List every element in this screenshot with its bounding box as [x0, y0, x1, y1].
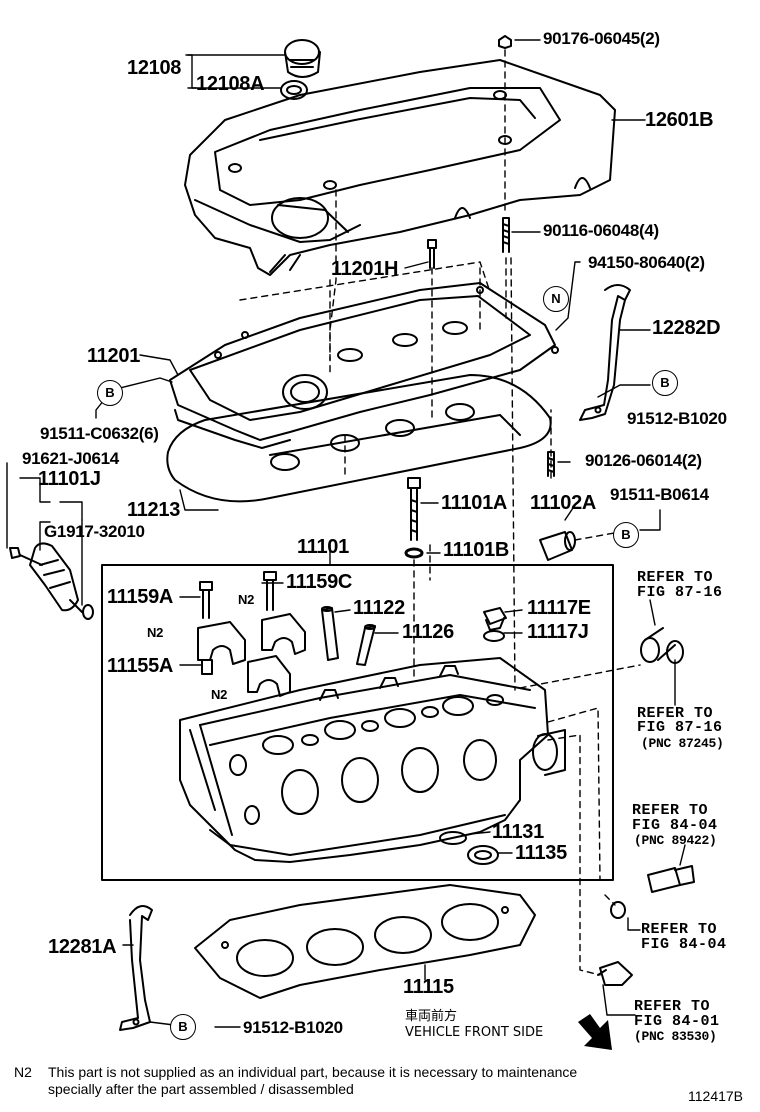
label-11101a: 11101A	[441, 492, 508, 514]
label-11201: 11201	[87, 345, 141, 367]
ref-2-pnc: (PNC 87245)	[641, 736, 724, 751]
footer-prefix: N2	[14, 1064, 32, 1080]
label-11115: 11115	[403, 976, 454, 998]
footer-note-line2: specially after the part assembled / dis…	[48, 1081, 354, 1097]
label-91621: 91621-J0614	[22, 449, 119, 468]
cover-bolt	[427, 239, 437, 269]
ref-2-text: REFER TO	[637, 705, 714, 722]
label-11101b: 11101B	[443, 539, 510, 561]
callout-b-left: B	[97, 380, 123, 406]
label-91511-c: 91511-C0632(6)	[40, 424, 159, 443]
head-bolt-washer	[404, 547, 424, 559]
seal-ring	[467, 845, 499, 865]
footer-note-line1: This part is not supplied as an individu…	[48, 1064, 578, 1080]
ref-1-text: REFER TO	[637, 569, 714, 586]
cap-bolts	[199, 571, 277, 619]
label-12601b: 12601B	[645, 109, 714, 131]
label-11213: 11213	[127, 499, 181, 521]
label-90126: 90126-06014(2)	[585, 451, 702, 470]
label-11159c: 11159C	[286, 571, 353, 593]
label-91511-b: 91511-B0614	[610, 485, 709, 504]
label-11117j: 11117J	[527, 621, 589, 643]
guide-lines	[239, 49, 641, 976]
oil-control-valve	[9, 542, 94, 620]
label-n2-a: N2	[238, 592, 255, 607]
label-12281a: 12281A	[48, 936, 117, 958]
ref-3-text: REFER TO	[632, 802, 709, 819]
wire-bracket-lower	[119, 905, 153, 1031]
label-11201h: 11201H	[331, 258, 399, 280]
cover-nut	[498, 35, 512, 49]
label-11155a: 11155A	[107, 655, 174, 677]
oil-filler-cap	[280, 39, 321, 100]
camshaft-bearing-caps	[197, 613, 306, 697]
label-11102a: 11102A	[530, 492, 597, 514]
vehicle-front-en: VEHICLE FRONT SIDE	[405, 1025, 544, 1040]
label-11101j: 11101J	[38, 468, 101, 490]
callout-n: N	[543, 286, 569, 312]
cylinder-head	[179, 657, 566, 863]
front-direction-arrow-icon	[578, 1014, 612, 1050]
engine-cover	[184, 59, 616, 276]
label-n2-b: N2	[147, 625, 164, 640]
vehicle-front-jp: 車両前方	[405, 1009, 458, 1024]
label-91512-lower: 91512-B1020	[243, 1018, 343, 1037]
ref-3-pnc: (PNC 89422)	[634, 833, 717, 848]
wire-bracket-upper	[579, 284, 631, 421]
ref-4-text: REFER TO	[641, 921, 718, 938]
label-12282d: 12282D	[652, 317, 721, 339]
temp-sensor	[610, 865, 695, 919]
ref-4-fig: FIG 84-04	[641, 936, 727, 953]
pressure-switch	[597, 961, 633, 986]
ref-1-fig: FIG 87-16	[637, 584, 723, 601]
figure-id: 112417B	[688, 1088, 744, 1104]
hose-clamp	[640, 627, 684, 664]
intake-gasket-small	[439, 831, 467, 845]
stud-bolt	[502, 217, 510, 253]
label-11126: 11126	[402, 621, 454, 643]
cylinder-head-cover	[169, 282, 559, 449]
label-12108: 12108	[127, 57, 182, 79]
callout-b-lower: B	[170, 1014, 196, 1040]
label-94150: 94150-80640(2)	[588, 253, 705, 272]
label-11159a: 11159A	[107, 586, 174, 608]
ref-5-pnc: (PNC 83530)	[634, 1029, 717, 1044]
callout-b-right-upper: B	[652, 370, 678, 396]
ref-2-fig: FIG 87-16	[637, 719, 723, 736]
label-g1917: G1917-32010	[44, 522, 145, 541]
label-90116: 90116-06048(4)	[543, 221, 659, 240]
ref-5-fig: FIG 84-01	[634, 1013, 720, 1030]
head-bolt	[407, 477, 421, 541]
dowel-pins	[321, 606, 376, 666]
label-11135: 11135	[515, 842, 567, 864]
label-11101: 11101	[297, 536, 349, 558]
label-11117e: 11117E	[527, 597, 591, 619]
head-cover-gasket	[166, 374, 552, 503]
ref-3-fig: FIG 84-04	[632, 817, 718, 834]
head-plug-gasket	[483, 607, 507, 642]
label-11131: 11131	[492, 821, 544, 843]
cylinder-head-gasket	[194, 884, 536, 999]
label-90176: 90176-06045(2)	[543, 29, 660, 48]
label-11122: 11122	[353, 597, 405, 619]
label-n2-c: N2	[211, 687, 228, 702]
callout-b-right-mid: B	[613, 522, 639, 548]
ref-5-text: REFER TO	[634, 998, 711, 1015]
label-91512-upper: 91512-B1020	[627, 409, 727, 428]
assembly-box	[101, 564, 614, 881]
label-12108a: 12108A	[196, 73, 265, 95]
head-plug	[539, 531, 576, 561]
